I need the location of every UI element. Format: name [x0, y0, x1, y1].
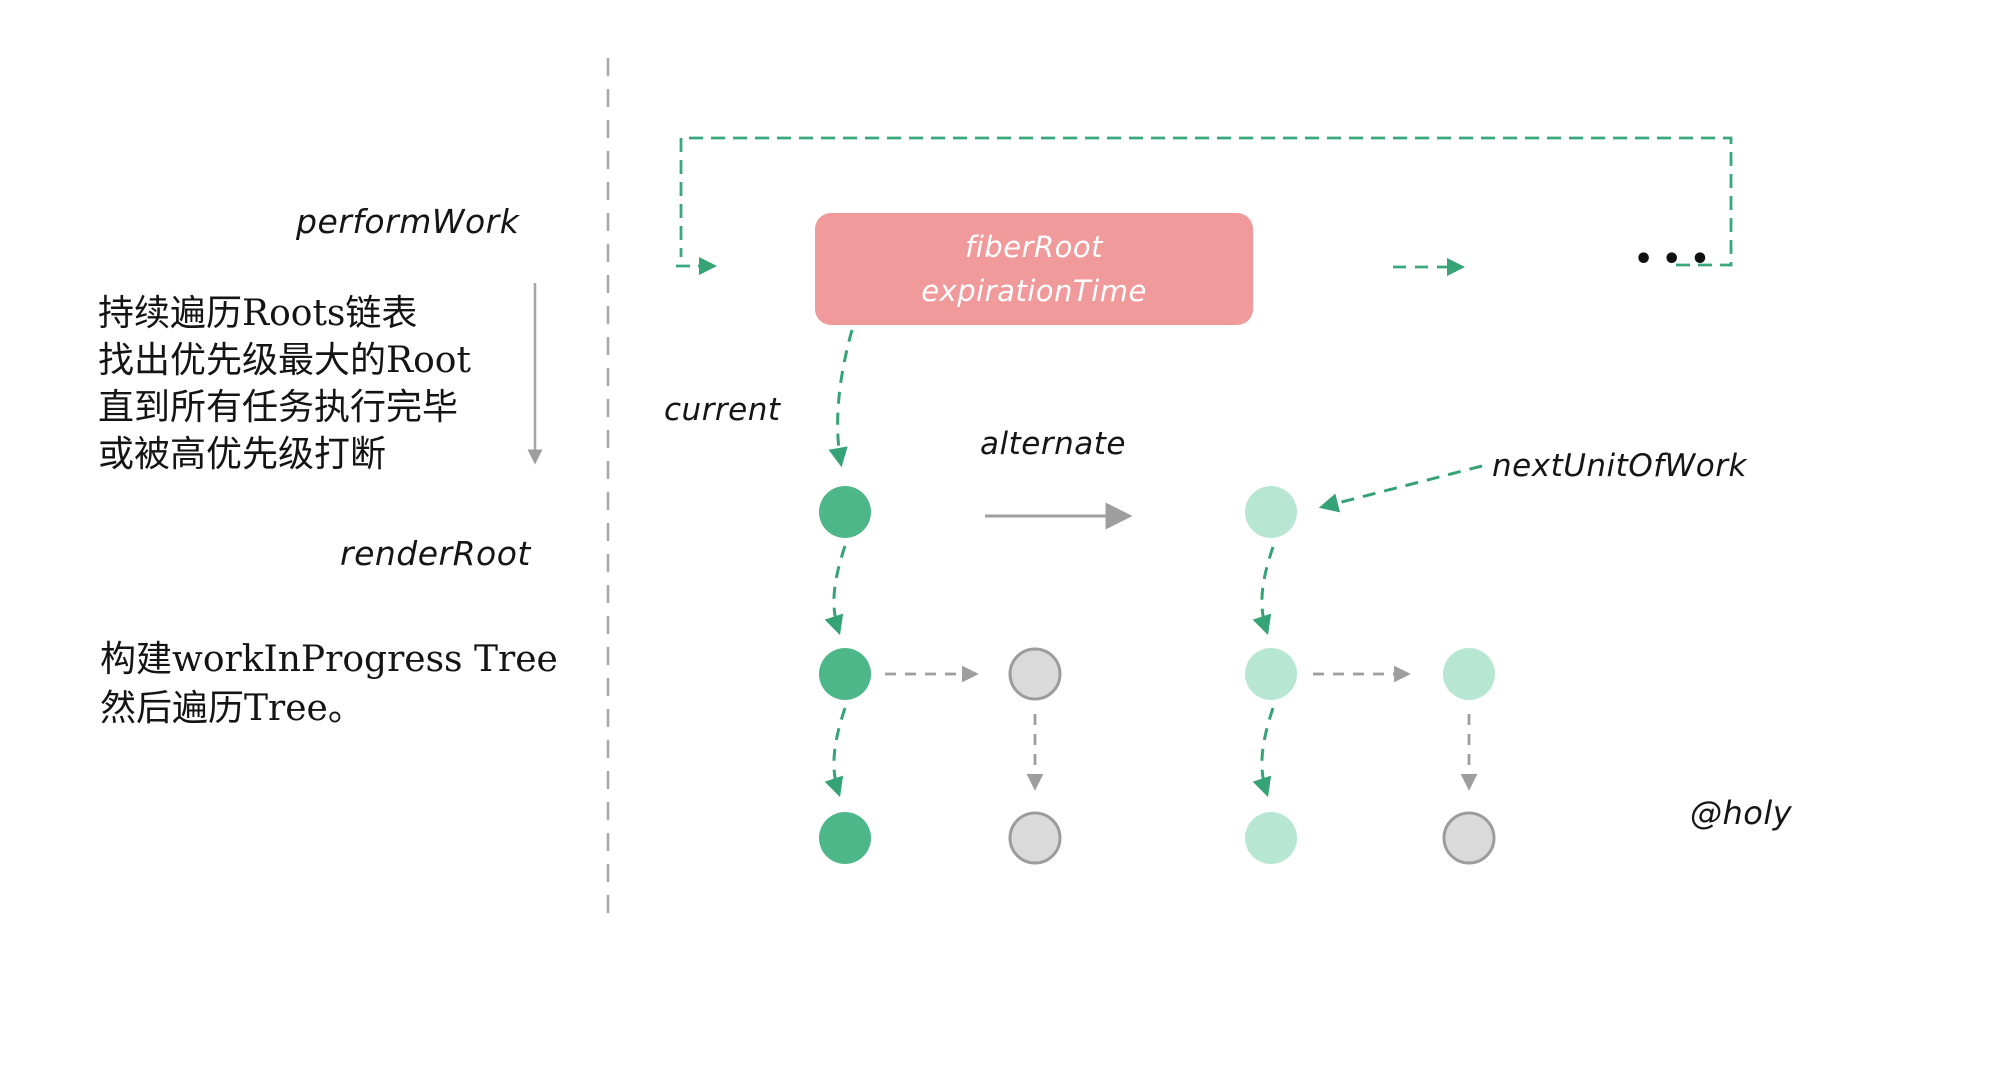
next-unit-of-work-arrow — [1318, 464, 1483, 513]
current-child-arrow-1 — [824, 545, 847, 636]
current-grandchild-node — [819, 812, 871, 864]
wip-child-arrow-1 — [1252, 546, 1275, 636]
current-child-node — [819, 648, 871, 700]
roots-loop-dashed-path — [679, 136, 1733, 267]
perform-work-note: 持续遍历Roots链表 找出优先级最大的Root 直到所有任务执行完毕 或被高优… — [98, 290, 471, 478]
wip-sibling-node — [1443, 648, 1495, 700]
note-line: 然后遍历Tree。 — [100, 688, 364, 729]
current-child-arrow-2 — [824, 707, 847, 798]
next-unit-of-work-label: nextUnitOfWork — [1492, 448, 1747, 484]
render-root-note: 构建workInProgress Tree 然后遍历Tree。 — [100, 635, 558, 733]
wip-child-node — [1245, 648, 1297, 700]
alternate-label: alternate — [980, 426, 1126, 462]
note-line: 直到所有任务执行完毕 — [98, 387, 459, 428]
note-line: 或被高优先级打断 — [98, 434, 387, 475]
fiber-root-box: fiberRoot expirationTime — [815, 213, 1253, 325]
current-root-node — [819, 486, 871, 538]
note-line: 找出优先级最大的Root — [98, 340, 471, 381]
fiber-root-box-line2: expirationTime — [921, 274, 1147, 308]
current-label: current — [664, 392, 781, 428]
current-sibling-node — [1008, 647, 1062, 701]
wip-sibling-child-node — [1442, 811, 1496, 865]
current-sibling-child-node — [1008, 811, 1062, 865]
perform-work-label: performWork — [296, 202, 520, 241]
note-line: 构建workInProgress Tree — [100, 639, 558, 680]
note-line: 持续遍历Roots链表 — [98, 293, 418, 334]
fiber-to-current-arrow — [828, 329, 854, 468]
fiber-root-box-line1: fiberRoot — [965, 230, 1103, 264]
author-watermark: @holy — [1690, 794, 1793, 832]
wip-root-node — [1245, 486, 1297, 538]
render-root-label: renderRoot — [340, 534, 531, 573]
wip-grandchild-node — [1245, 812, 1297, 864]
wip-child-arrow-2 — [1252, 707, 1275, 798]
more-roots-ellipsis: ••• — [1634, 242, 1719, 277]
